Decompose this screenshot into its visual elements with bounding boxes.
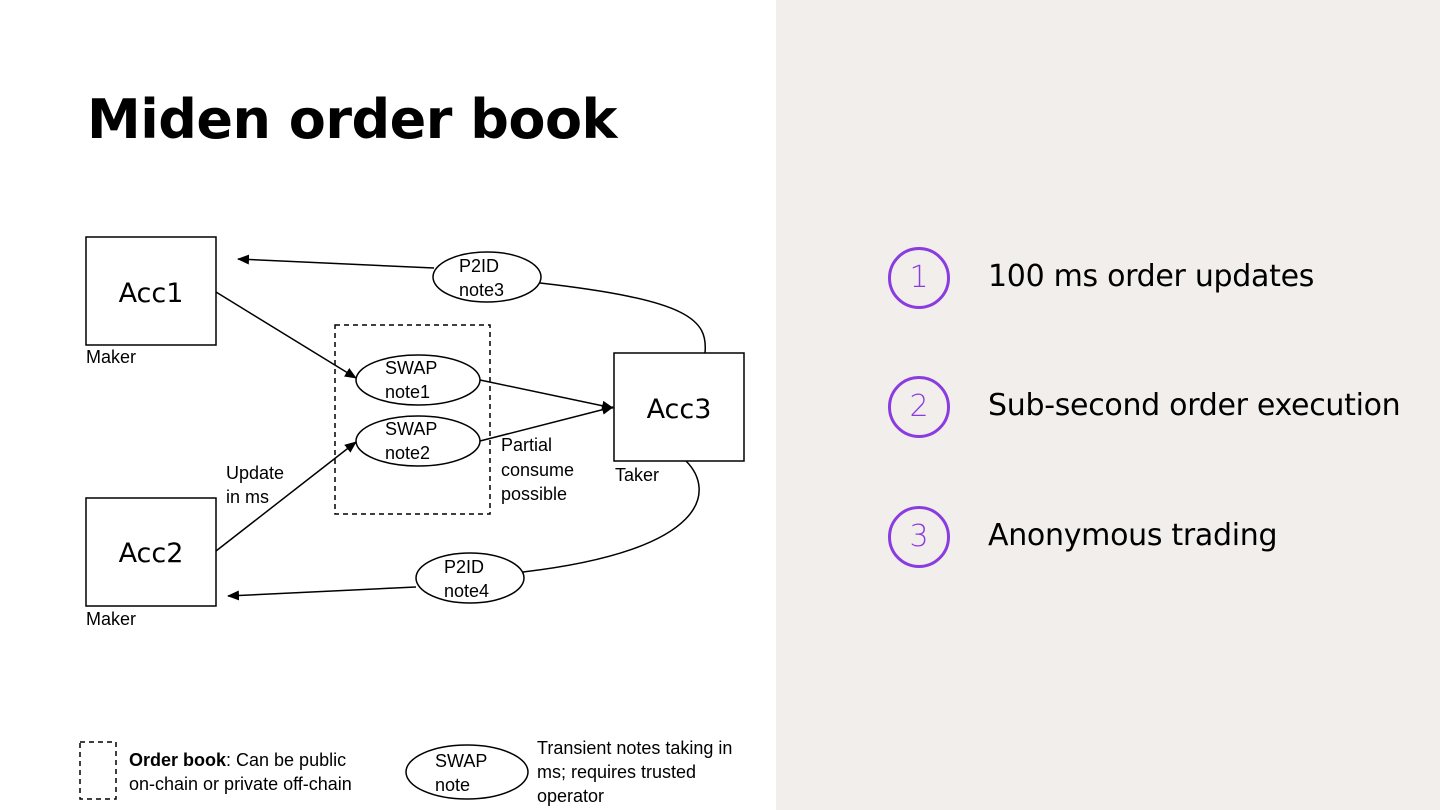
swap1-line2: note1 — [385, 382, 430, 402]
acc1-box — [85, 236, 217, 346]
legend-orderbook-line2: on-chain or private off-chain — [129, 774, 352, 794]
p2id-note4 — [415, 552, 525, 604]
feature-text-3: Anonymous trading — [988, 518, 1278, 553]
features-panel — [776, 0, 1440, 810]
update-line1: Update — [226, 463, 284, 483]
arrow-acc2-swap2 — [215, 441, 357, 552]
note3-line1: P2ID — [459, 256, 499, 276]
acc3-label: Acc3 — [647, 394, 712, 425]
legend-orderbook-bold: Order book — [129, 750, 227, 770]
taker-label: Taker — [615, 465, 659, 485]
swap1-line1: SWAP — [385, 358, 437, 378]
legend-transient-line1: Transient notes taking in — [537, 738, 733, 758]
swap2-line2: note2 — [385, 443, 430, 463]
legend-orderbook-text: Order book: Can be public on-chain or pr… — [129, 748, 399, 796]
swap2-line1: SWAP — [385, 419, 437, 439]
maker2-label: Maker — [86, 609, 136, 629]
legend-swap-line1: SWAP — [435, 751, 487, 771]
arrow-acc1-swap1 — [215, 291, 357, 379]
legend-transient-text: Transient notes taking in ms; requires t… — [537, 736, 767, 808]
arrow-note3-acc1 — [237, 254, 435, 269]
legend-swap-ellipse — [405, 744, 529, 800]
legend-transient-line3: operator — [537, 786, 605, 806]
feature-text-1: 100 ms order updates — [988, 259, 1315, 294]
feature-text-2: Sub-second order execution — [988, 388, 1401, 423]
arrow-acc3-note4 — [522, 460, 700, 573]
partial-line2: consume — [501, 460, 574, 480]
note4-line2: note4 — [444, 581, 489, 601]
legend-swap-line2: note — [435, 775, 470, 795]
note4-line1: P2ID — [444, 557, 484, 577]
acc2-box — [85, 497, 217, 607]
feature-item-2: 2 Sub-second order execution — [888, 376, 1428, 438]
feature-number-2: 2 — [888, 376, 950, 438]
arrow-swap1-acc3 — [479, 379, 614, 411]
feature-item-1: 1 100 ms order updates — [888, 247, 1428, 309]
update-line2: in ms — [226, 487, 269, 507]
partial-line3: possible — [501, 484, 567, 504]
acc2-label: Acc2 — [119, 538, 184, 569]
feature-number-3: 3 — [888, 506, 950, 568]
maker1-label: Maker — [86, 347, 136, 367]
arrow-note4-acc2 — [227, 586, 417, 601]
arrow-swap2-acc3 — [479, 404, 614, 442]
page-title: Miden order book — [87, 88, 617, 151]
feature-item-3: 3 Anonymous trading — [888, 506, 1428, 568]
order-book-diagram: Acc1 Acc2 Acc3 Maker Maker Taker SWAP no… — [79, 236, 745, 800]
feature-number-1: 1 — [888, 247, 950, 309]
note3-line2: note3 — [459, 280, 504, 300]
acc1-label: Acc1 — [119, 278, 184, 309]
partial-line1: Partial — [501, 435, 552, 455]
arrow-acc3-note3 — [539, 282, 707, 354]
legend-orderbook-rest: : Can be public — [226, 750, 347, 770]
acc3-box — [613, 352, 745, 462]
legend-transient-line2: ms; requires trusted — [537, 762, 697, 782]
legend-dashed-box — [79, 741, 117, 800]
legend-orderbook-line1: Order book: Can be public — [129, 748, 399, 772]
p2id-note3 — [432, 251, 542, 303]
